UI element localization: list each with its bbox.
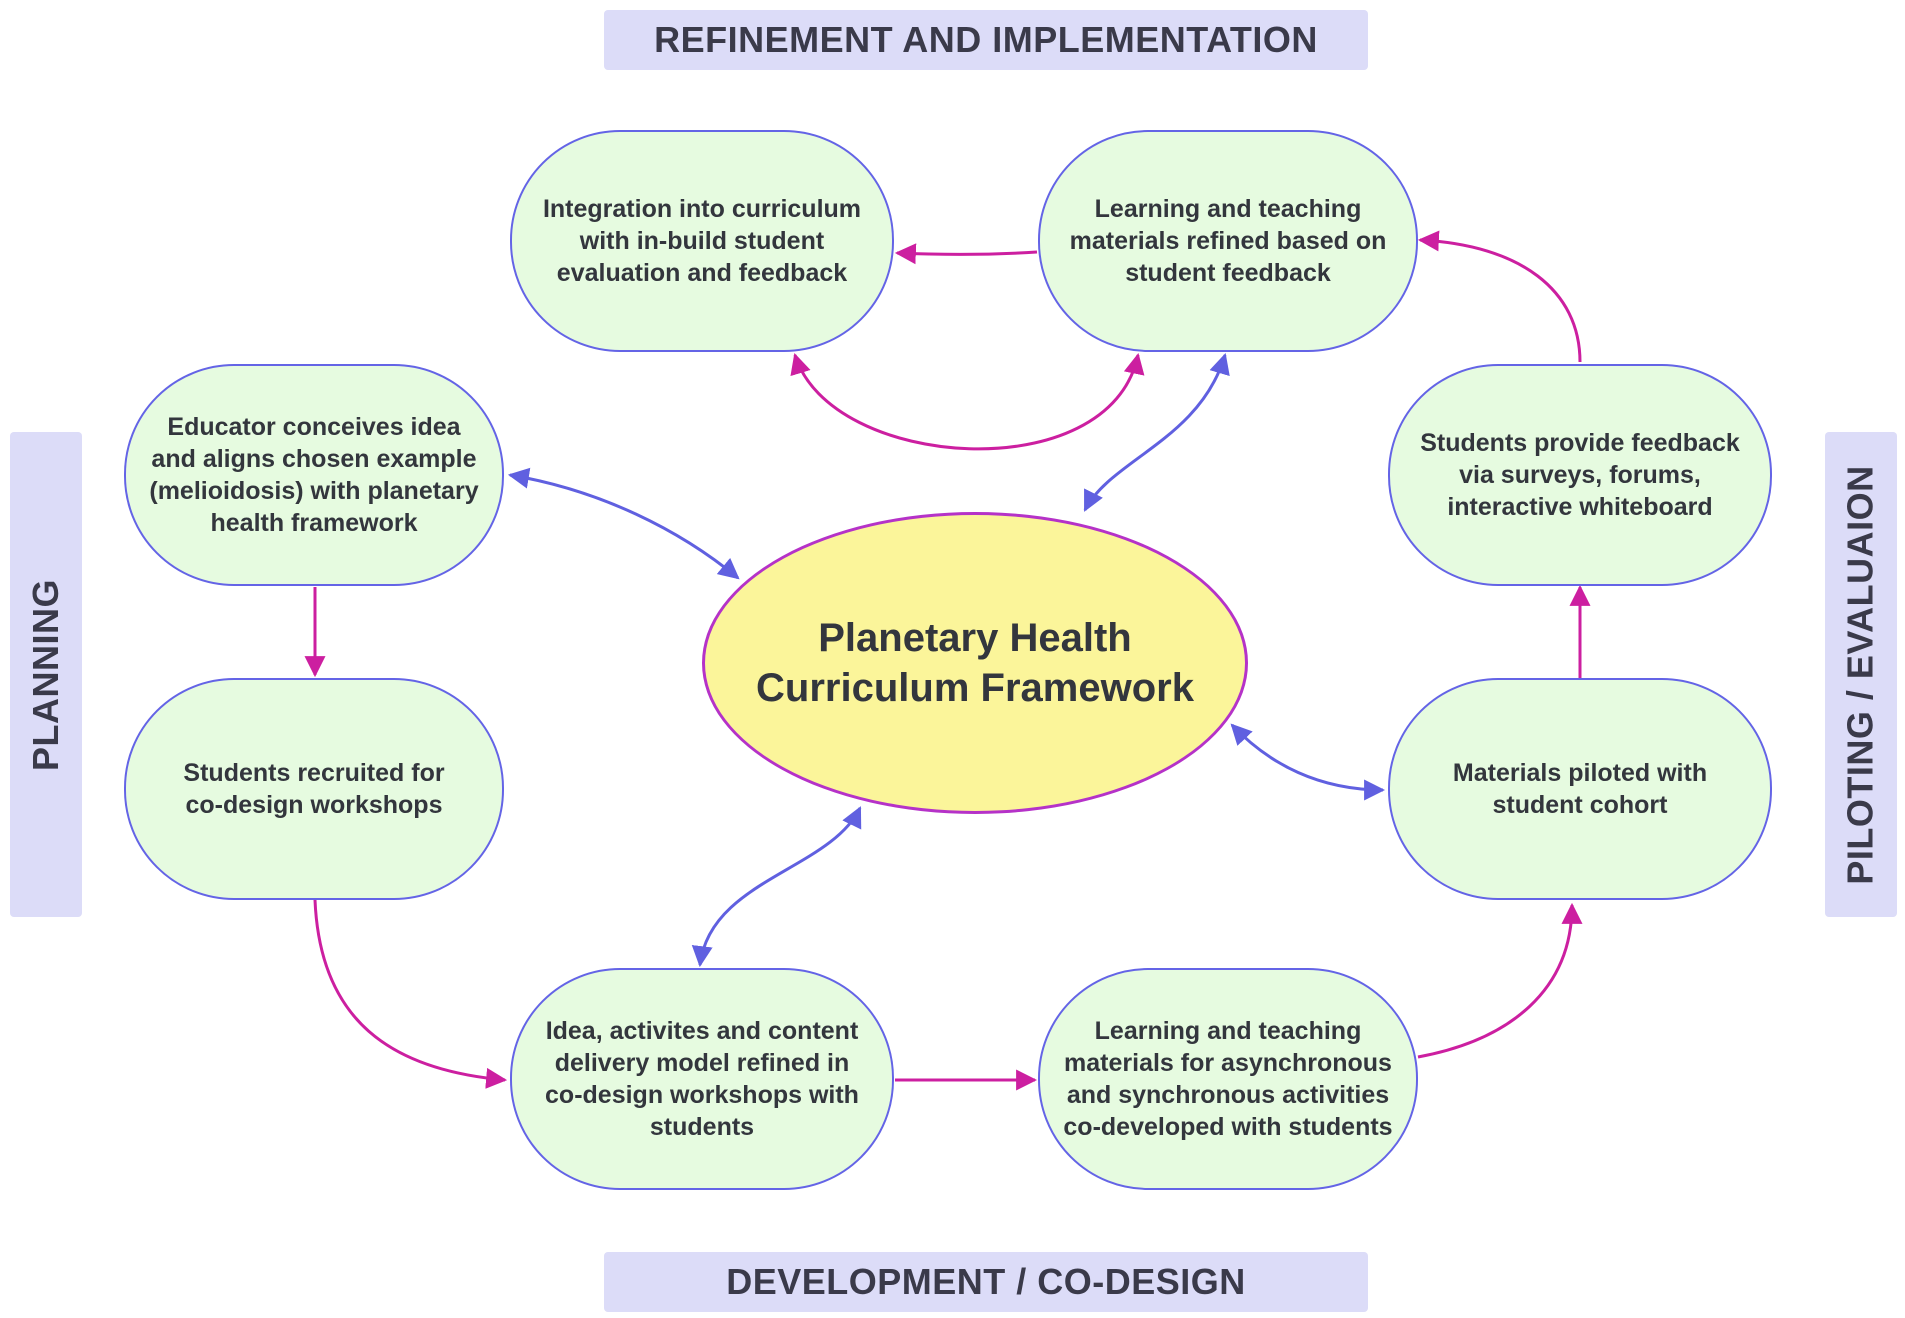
arrow-integration-refined-loop xyxy=(790,352,1145,451)
node-idea-refined-label: Idea, activites and content delivery mod… xyxy=(545,1017,859,1141)
center-framework-node: Planetary Health Curriculum Framework xyxy=(702,512,1248,814)
node-students-recruited-label: Students recruited for co-design worksho… xyxy=(183,759,445,819)
link-center-idea-refined xyxy=(691,806,862,968)
link-center-piloted xyxy=(1230,723,1386,801)
node-students-feedback-label: Students provide feedback via surveys, f… xyxy=(1420,429,1740,521)
node-integration-label: Integration into curriculum with in-buil… xyxy=(542,195,862,287)
node-materials-codeveloped: Learning and teaching materials for asyn… xyxy=(1038,968,1418,1190)
link-center-educator xyxy=(507,467,740,580)
node-integration: Integration into curriculum with in-buil… xyxy=(510,130,894,352)
banner-piloting-evaluation: PILOTING / EVALUAION xyxy=(1825,432,1897,917)
banner-refinement-implementation-label: REFINEMENT AND IMPLEMENTATION xyxy=(654,19,1318,60)
center-framework-label: Planetary Health Curriculum Framework xyxy=(756,616,1194,710)
node-materials-codeveloped-label: Learning and teaching materials for asyn… xyxy=(1063,1017,1393,1141)
node-materials-piloted: Materials piloted with student cohort xyxy=(1388,678,1772,900)
node-materials-refined: Learning and teaching materials refined … xyxy=(1038,130,1418,352)
banner-development-codesign-label: DEVELOPMENT / CO-DESIGN xyxy=(726,1261,1246,1302)
node-students-recruited: Students recruited for co-design worksho… xyxy=(124,678,504,900)
arrow-codeveloped-to-piloted xyxy=(1417,902,1583,1059)
banner-planning: PLANNING xyxy=(10,432,82,917)
banner-refinement-implementation: REFINEMENT AND IMPLEMENTATION xyxy=(604,10,1368,70)
node-materials-piloted-label: Materials piloted with student cohort xyxy=(1452,759,1708,819)
link-center-refined xyxy=(1083,352,1230,512)
node-materials-refined-label: Learning and teaching materials refined … xyxy=(1069,195,1387,287)
node-educator-idea-label: Educator conceives idea and aligns chose… xyxy=(149,413,479,537)
banner-development-codesign: DEVELOPMENT / CO-DESIGN xyxy=(604,1252,1368,1312)
arrow-feedback-to-refined xyxy=(1417,230,1582,363)
arrow-recruited-to-idea-refined xyxy=(313,899,508,1089)
node-idea-refined: Idea, activites and content delivery mod… xyxy=(510,968,894,1190)
node-students-feedback: Students provide feedback via surveys, f… xyxy=(1388,364,1772,586)
arrow-refined-to-integration xyxy=(894,243,1038,265)
node-educator-idea: Educator conceives idea and aligns chose… xyxy=(124,364,504,586)
